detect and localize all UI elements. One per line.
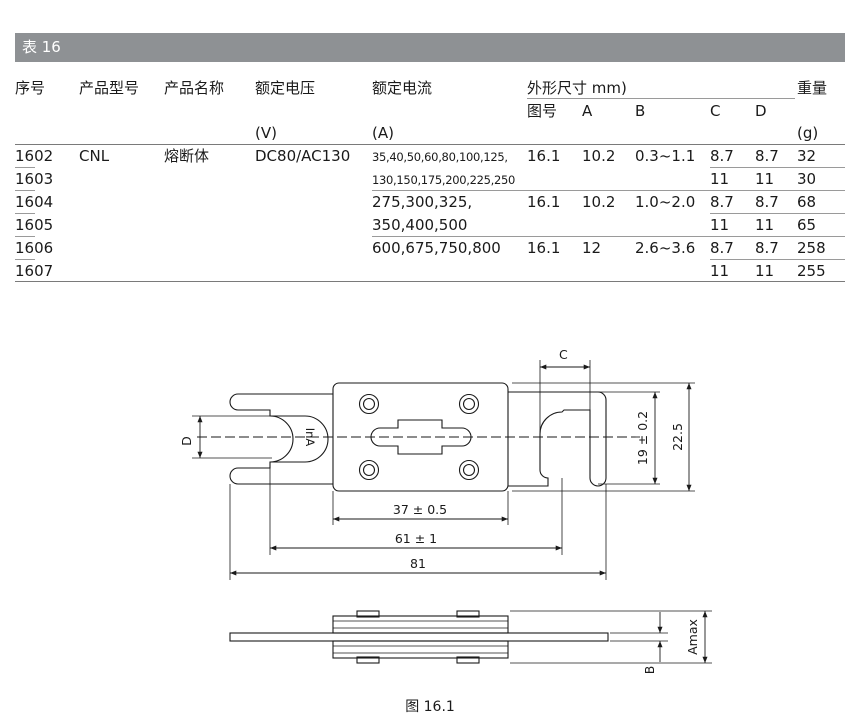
row-seq: 1604 <box>15 193 54 211</box>
row-seq: 1603 <box>15 170 54 188</box>
side-upper-body <box>332 615 509 634</box>
unit-current: (A) <box>372 124 394 142</box>
header-dim-a: A <box>582 102 593 120</box>
row-fig: 16.1 <box>527 239 561 257</box>
unit-weight: (g) <box>797 124 819 142</box>
dim-19: 19 ± 0.2 <box>635 411 650 465</box>
dim-37: 37 ± 0.5 <box>393 502 447 517</box>
header-voltage: 额定电压 <box>255 79 316 97</box>
row-dim-c: 8.7 <box>710 239 734 257</box>
row-dim-c: 8.7 <box>710 193 734 211</box>
unit-voltage: (V) <box>255 124 277 142</box>
screw-icon <box>458 393 480 415</box>
row-dim-b: 1.0~2.0 <box>635 193 696 211</box>
row-current: 350,400,500 <box>372 216 468 234</box>
header-name: 产品名称 <box>164 79 225 97</box>
row-seq: 1607 <box>15 262 54 280</box>
dims-divider <box>527 98 795 99</box>
row-weight: 30 <box>797 170 817 188</box>
row-weight: 68 <box>797 193 817 211</box>
row-dim-d: 11 <box>755 216 775 234</box>
row-dim-b: 2.6~3.6 <box>635 239 696 257</box>
dim-22-5: 22.5 <box>670 423 685 451</box>
screw-icon <box>458 459 480 481</box>
row-seq: 1606 <box>15 239 54 257</box>
row-model: CNL <box>79 147 110 165</box>
row-dim-a: 12 <box>582 239 602 257</box>
row-fig: 16.1 <box>527 193 561 211</box>
row-line <box>15 236 35 237</box>
row-dim-b: 0.3~1.1 <box>635 147 696 165</box>
row-name: 熔断体 <box>164 147 210 165</box>
row-weight: 255 <box>797 262 826 280</box>
header-dim-c: C <box>710 102 721 120</box>
side-screw-head <box>356 610 380 618</box>
row-dim-d: 8.7 <box>755 239 779 257</box>
label-d: D <box>179 436 194 446</box>
label-b: B <box>642 666 657 675</box>
row-weight: 65 <box>797 216 817 234</box>
row-voltage: DC80/AC130 <box>255 147 351 165</box>
row-dim-a: 10.2 <box>582 147 616 165</box>
header-fig-no: 图号 <box>527 102 558 120</box>
table-bottom-line <box>15 281 845 282</box>
row-line <box>710 167 845 168</box>
header-seq: 序号 <box>15 79 46 97</box>
header-bottom-line <box>15 144 845 145</box>
fuse-window <box>370 419 472 455</box>
row-dim-d: 8.7 <box>755 147 779 165</box>
figure-caption: 图 16.1 <box>405 699 455 715</box>
left-terminal <box>229 393 333 485</box>
row-dim-c: 8.7 <box>710 147 734 165</box>
row-line <box>15 213 35 214</box>
row-dim-c: 11 <box>710 170 730 188</box>
header-dim-b: B <box>635 102 646 120</box>
row-weight: 32 <box>797 147 817 165</box>
label-ina: InA <box>303 428 317 447</box>
side-plate <box>229 632 609 642</box>
screw-icon <box>358 393 380 415</box>
row-current: 35,40,50,60,80,100,125, <box>372 150 508 164</box>
row-line <box>15 167 35 168</box>
table-title: 表 16 <box>22 38 61 56</box>
row-seq: 1602 <box>15 147 54 165</box>
dim-61: 61 ± 1 <box>395 531 437 546</box>
screw-icon <box>358 459 380 481</box>
row-current: 130,150,175,200,225,250 <box>372 173 516 187</box>
header-dim-d: D <box>755 102 767 120</box>
header-dims: 外形尺寸 mm) <box>527 79 627 97</box>
row-current: 275,300,325, <box>372 193 473 211</box>
row-line <box>372 236 845 237</box>
side-screw-head <box>356 656 380 664</box>
header-weight: 重量 <box>797 79 828 97</box>
row-dim-a: 10.2 <box>582 193 616 211</box>
label-amax: Amax <box>685 619 700 655</box>
row-line <box>15 190 35 191</box>
label-c: C <box>559 347 568 362</box>
row-line <box>710 259 845 260</box>
side-screw-head <box>456 656 480 664</box>
dim-81: 81 <box>410 556 426 571</box>
row-dim-c: 11 <box>710 216 730 234</box>
row-weight: 258 <box>797 239 826 257</box>
side-screw-head <box>456 610 480 618</box>
row-line <box>15 259 35 260</box>
side-lower-body <box>332 640 509 659</box>
row-fig: 16.1 <box>527 147 561 165</box>
row-dim-d: 11 <box>755 170 775 188</box>
row-dim-c: 11 <box>710 262 730 280</box>
table-title-banner: 表 16 <box>15 33 845 62</box>
row-line <box>372 190 845 191</box>
left-slot <box>270 415 329 463</box>
row-current: 600,675,750,800 <box>372 239 501 257</box>
header-current: 额定电流 <box>372 79 433 97</box>
right-terminal <box>508 391 607 487</box>
row-line <box>710 213 845 214</box>
row-dim-d: 8.7 <box>755 193 779 211</box>
row-seq: 1605 <box>15 216 54 234</box>
header-model: 产品型号 <box>79 79 140 97</box>
row-dim-d: 11 <box>755 262 775 280</box>
